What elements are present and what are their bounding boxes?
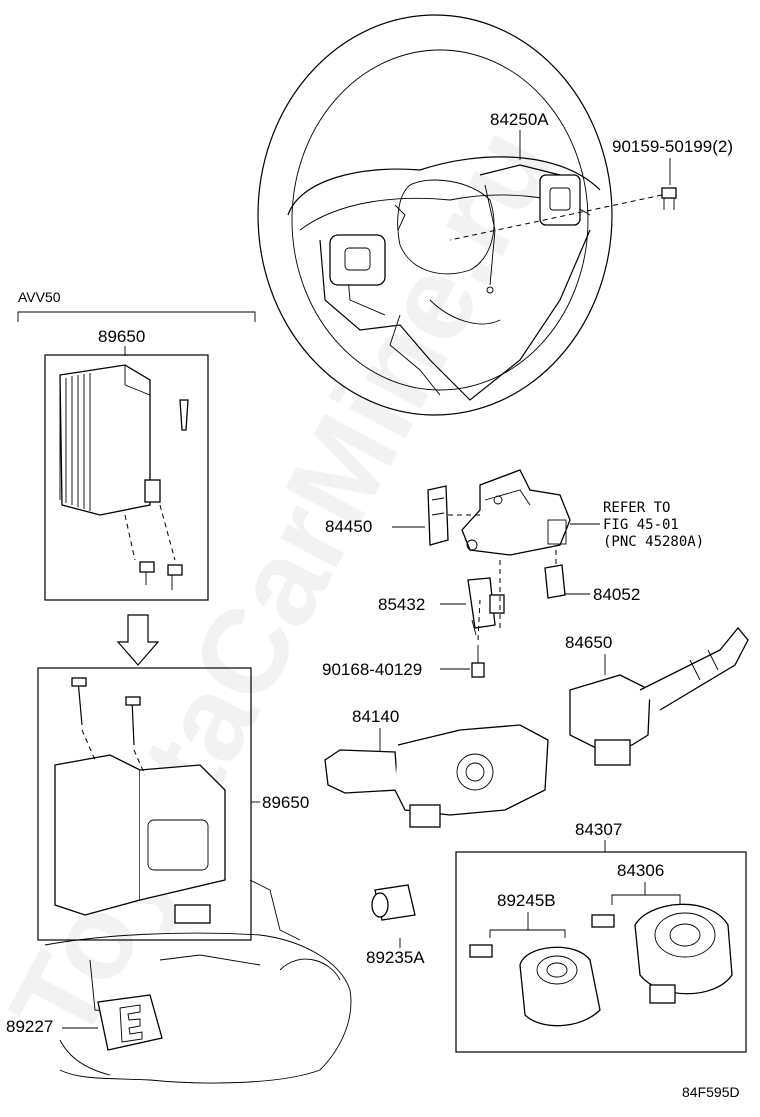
figure-code: 84F595D bbox=[682, 1084, 740, 1100]
label-90159-50199: 90159-50199(2) bbox=[612, 137, 733, 156]
steering-wheel-illustration bbox=[257, 14, 613, 416]
svg-text:REFER TO: REFER TO bbox=[603, 500, 670, 516]
box-84307 bbox=[455, 851, 747, 1053]
label-89227: 89227 bbox=[6, 1017, 53, 1036]
screw-90168-icon bbox=[471, 645, 485, 678]
bracket-assembly bbox=[461, 469, 571, 556]
part-85432 bbox=[467, 577, 505, 636]
part-84052 bbox=[544, 564, 566, 599]
switch-84650 bbox=[569, 626, 749, 766]
label-85432: 85432 bbox=[378, 595, 425, 614]
label-84450: 84450 bbox=[325, 517, 372, 536]
clock-spring-89245B bbox=[469, 944, 601, 1027]
refer-note: REFER TO FIG 45-01 (PNC 45280A) bbox=[603, 500, 704, 550]
group-label-avv50: AVV50 bbox=[18, 289, 61, 305]
screw-90159-icon bbox=[661, 187, 677, 210]
clock-spring-84306 bbox=[591, 903, 733, 1004]
label-89245B: 89245B bbox=[497, 891, 556, 910]
svg-text:FIG 45-01: FIG 45-01 bbox=[603, 517, 679, 533]
label-84250A: 84250A bbox=[490, 110, 549, 129]
box-89650-bottom bbox=[37, 667, 252, 941]
label-89650-top: 89650 bbox=[98, 327, 145, 346]
sensor-89235A bbox=[371, 884, 416, 921]
label-89650-side: 89650 bbox=[262, 793, 309, 812]
svg-text:(PNC 45280A): (PNC 45280A) bbox=[603, 534, 704, 550]
label-84650: 84650 bbox=[565, 633, 612, 652]
box-89650-top bbox=[44, 354, 209, 601]
label-84306: 84306 bbox=[617, 861, 664, 880]
airbag-module-89650-top bbox=[59, 364, 189, 590]
label-90168-40129: 90168-40129 bbox=[322, 660, 422, 679]
label-84052: 84052 bbox=[593, 585, 640, 604]
arrow-down-icon bbox=[116, 614, 160, 666]
label-89235A: 89235A bbox=[366, 948, 425, 967]
label-84307: 84307 bbox=[575, 820, 622, 839]
sensor-89227 bbox=[97, 994, 163, 1051]
part-84450 bbox=[427, 485, 449, 546]
airbag-module-89650-installed bbox=[54, 677, 226, 924]
label-84140: 84140 bbox=[352, 707, 399, 726]
switch-84140 bbox=[324, 724, 549, 828]
